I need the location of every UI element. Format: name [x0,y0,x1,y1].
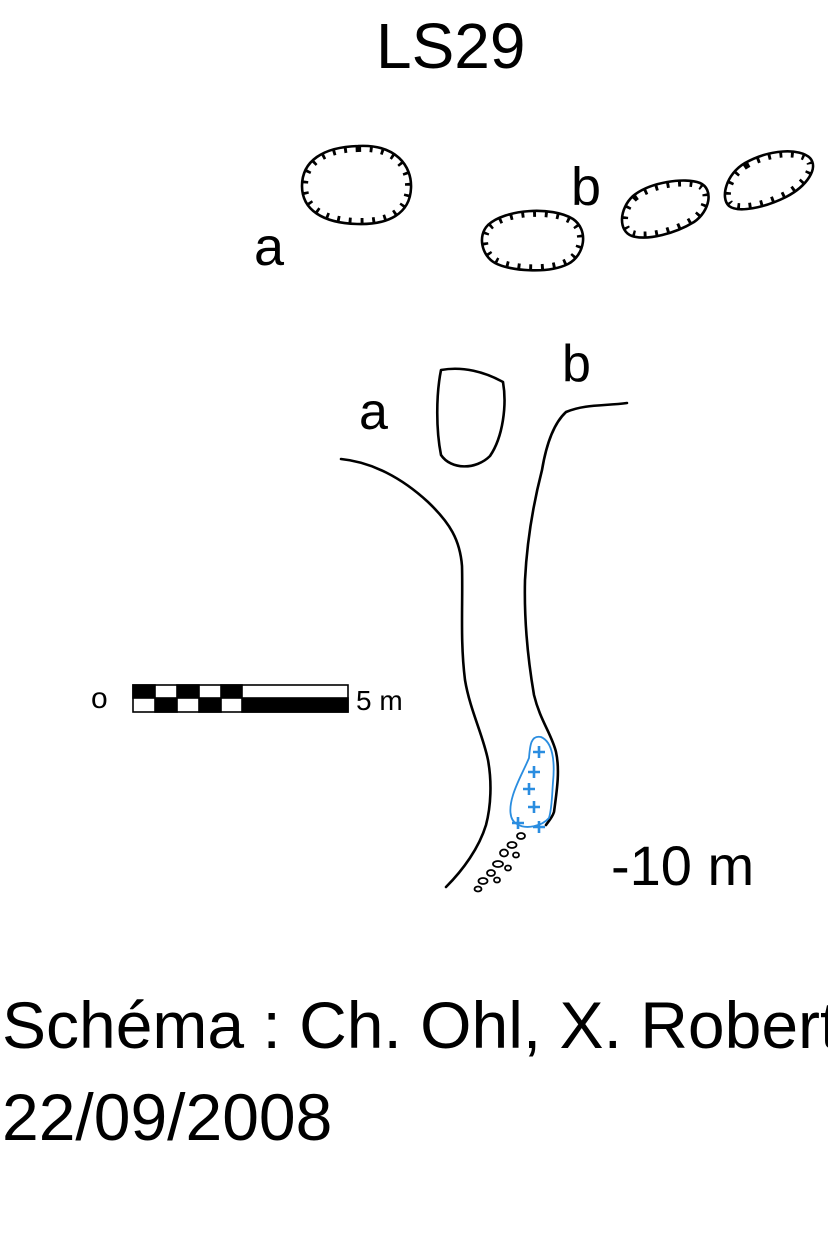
survey-credit: Schéma : Ch. Ohl, X. Robert [2,988,828,1062]
section-entrance-b-label: b [562,335,591,393]
plan-entrance-b-east [723,150,815,211]
plan-entrance-a [300,144,413,226]
section-left-wall [339,457,492,889]
ice-plus-pattern-icon [512,746,545,833]
plan-entrance-b-west [480,209,585,272]
plan-entrance-b-middle [620,179,710,239]
depth-label: -10 m [611,834,755,897]
diagram-title: LS29 [376,10,526,82]
scale-end-label: 5 m [356,685,403,716]
scale-bar [132,684,349,713]
section-entrance-a-label: a [359,383,388,441]
plan-entrance-a-label: a [254,217,285,277]
boulder-pattern-icon [473,832,526,893]
section-right-wall [523,401,629,827]
survey-date: 22/09/2008 [2,1080,333,1154]
plan-entrance-b-label: b [571,157,602,217]
section-pillar [435,367,506,468]
section-shaft [339,367,629,889]
scale-start-label: o [91,682,108,715]
ice-deposit [509,735,555,833]
